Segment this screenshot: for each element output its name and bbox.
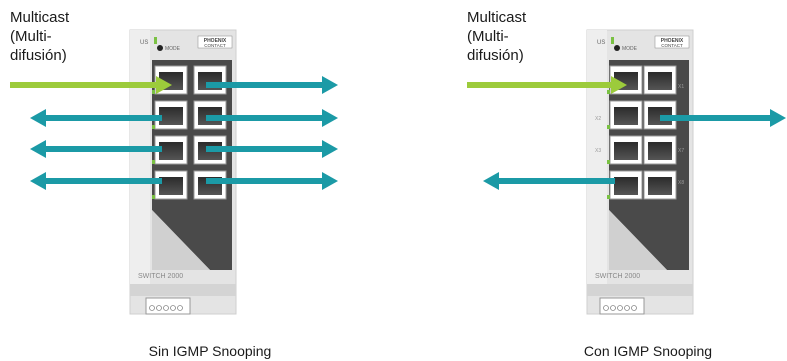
us-led [154, 37, 157, 44]
multicast-input-arrow [10, 76, 172, 94]
forward-arrow [206, 109, 338, 127]
switch-model-label: SWITCH 2000 [595, 273, 640, 280]
diagram-canvas: US MODE PHOENIX CONTACT SWITCH 2000 [10, 29, 786, 315]
mode-button [157, 45, 163, 51]
multicast-label-line-1: Multicast [10, 9, 70, 26]
multicast-source-label-left: Multicast (Multi- difusión) [10, 8, 69, 65]
switch-bottom-band [587, 284, 693, 296]
port [193, 65, 227, 95]
terminal-screws [603, 305, 637, 311]
arrows-right [467, 76, 786, 190]
switch-side-strip [587, 30, 607, 284]
port-led [152, 90, 155, 94]
brand-logo [654, 35, 690, 49]
switch-front-shade [609, 210, 667, 270]
multicast-source-label-right: Multicast (Multi- difusión) [467, 8, 526, 65]
port [643, 65, 677, 95]
port-led [607, 125, 610, 129]
port [154, 170, 188, 200]
port [643, 170, 677, 200]
switch-model-label: SWITCH 2000 [138, 273, 183, 280]
multicast-label-line-2: (Multi- [467, 28, 509, 45]
multicast-label-line-3: difusión) [467, 47, 524, 64]
brand-line-2: CONTACT [661, 43, 683, 48]
port-led [152, 160, 155, 164]
multicast-label-line-1: Multicast [467, 9, 527, 26]
port-grid [607, 65, 677, 200]
switch-left: US MODE PHOENIX CONTACT SWITCH 2000 [129, 29, 237, 315]
port-led [607, 195, 610, 199]
forward-arrow [206, 76, 338, 94]
forward-arrow [206, 172, 338, 190]
port [609, 135, 643, 165]
port-label-x8: X8 [678, 180, 684, 186]
forward-arrow [30, 172, 162, 190]
port [643, 135, 677, 165]
forward-arrow [660, 109, 786, 127]
forward-arrow [30, 140, 162, 158]
port-label-x7: X7 [678, 148, 684, 154]
port-led [152, 125, 155, 129]
forward-arrow [206, 140, 338, 158]
port [609, 100, 643, 130]
port-label-x3: X3 [595, 148, 601, 154]
brand-line-1: PHOENIX [661, 38, 684, 44]
switch-front-shade [152, 210, 210, 270]
multicast-label-line-2: (Multi- [10, 28, 52, 45]
us-led [611, 37, 614, 44]
forward-arrow [30, 109, 162, 127]
multicast-label-line-3: difusión) [10, 47, 67, 64]
switch-right: US MODE PHOENIX CONTACT X1 X2 X7 X3 X8 S… [586, 29, 694, 315]
caption-with-igmp: Con IGMP Snooping [583, 343, 713, 359]
switch-bottom-band [130, 284, 236, 296]
forward-arrow [483, 172, 615, 190]
brand-line-2: CONTACT [204, 43, 226, 48]
port-led [152, 195, 155, 199]
port-grid [152, 65, 227, 200]
port-label-x2: X2 [595, 116, 601, 122]
switch-side-strip [130, 30, 150, 284]
port-label-x1: X1 [678, 84, 684, 90]
arrows-left [10, 76, 338, 190]
us-label: US [140, 40, 148, 46]
brand-line-1: PHOENIX [204, 38, 227, 44]
brand-logo [197, 35, 233, 49]
mode-label: MODE [622, 46, 638, 52]
port-led [607, 160, 610, 164]
port [193, 170, 227, 200]
us-label: US [597, 40, 605, 46]
mode-label: MODE [165, 46, 181, 52]
caption-without-igmp: Sin IGMP Snooping [148, 343, 272, 359]
port [609, 170, 643, 200]
mode-button [614, 45, 620, 51]
port-led [607, 90, 610, 94]
terminal-screws [149, 305, 183, 311]
multicast-input-arrow [467, 76, 627, 94]
